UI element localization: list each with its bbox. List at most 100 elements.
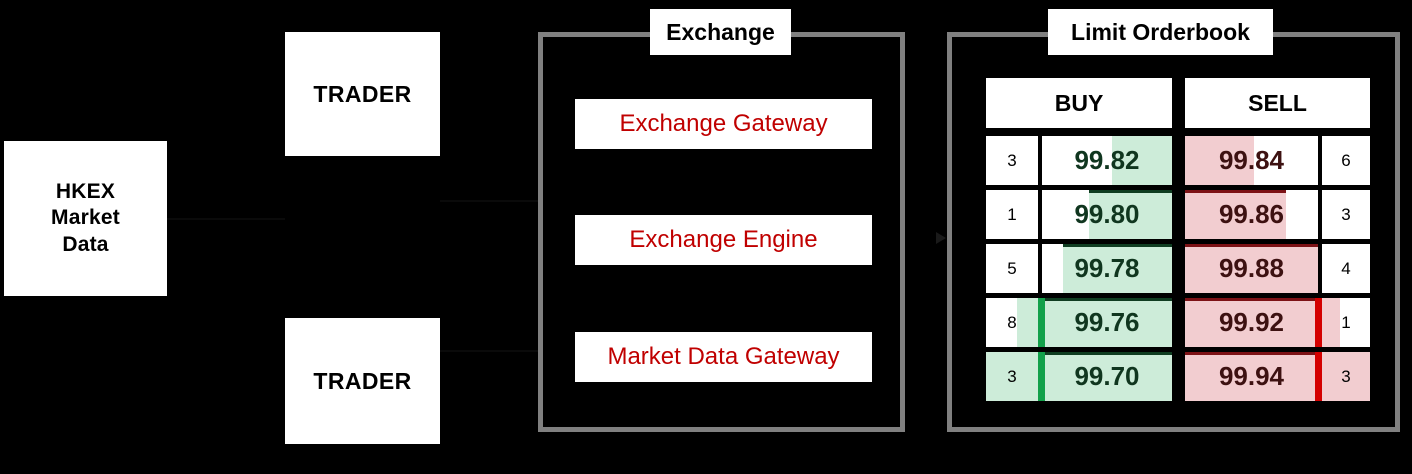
sell-price-cell-value: 99.84: [1218, 145, 1285, 175]
hkex-line-3: Data: [62, 232, 109, 256]
depth-fill-bar: [1322, 298, 1341, 347]
buy-price-cell-value: 99.80: [1074, 199, 1140, 229]
row-accent-bar: [1185, 352, 1318, 355]
sell-price-cell-value: 99.86: [1218, 199, 1285, 229]
buy-price-cell-value: 99.78: [1074, 253, 1140, 283]
depth-fill-bar: [1185, 190, 1287, 239]
connector-exchange-to-orderbook: [905, 238, 947, 241]
buy-price-cell[interactable]: 99.76: [1042, 298, 1172, 347]
orderbook-row[interactable]: 1 99.80 99.86 3: [986, 190, 1370, 239]
depth-fill-bar: [1185, 244, 1318, 293]
depth-fill-bar: [1062, 244, 1172, 293]
hkex-line-1: HKEX: [55, 180, 116, 204]
sell-price-cell[interactable]: 99.84: [1185, 136, 1318, 185]
buy-price-cell-value: 99.76: [1074, 307, 1140, 337]
hkex-market-data-node[interactable]: HKEX Market Data: [4, 141, 167, 296]
hkex-line-2: Market: [51, 206, 120, 230]
limit-orderbook-title-label: Limit Orderbook: [1071, 18, 1250, 45]
sell-price-cell[interactable]: 99.88: [1185, 244, 1318, 293]
depth-fill-bar: [1088, 190, 1172, 239]
buy-price-cell[interactable]: 99.78: [1042, 244, 1172, 293]
buy-quantity-cell[interactable]: 3: [986, 352, 1038, 401]
row-accent-bar: [1042, 298, 1172, 301]
depth-fill-bar: [1042, 298, 1172, 347]
market-data-gateway-label: Market Data Gateway: [607, 343, 840, 370]
depth-fill-bar: [1042, 352, 1172, 401]
connector-trader-top-to-exchange: [440, 200, 538, 202]
depth-fill-bar: [1185, 298, 1318, 347]
buy-quantity-cell-value: 3: [1007, 366, 1017, 386]
orderbook-row[interactable]: 8 99.76 99.92 1: [986, 298, 1370, 347]
row-accent-bar: [1062, 244, 1172, 247]
buy-quantity-cell[interactable]: 8: [986, 298, 1038, 347]
sell-quantity-cell[interactable]: 3: [1322, 352, 1370, 401]
depth-fill-bar: [1322, 352, 1370, 401]
row-accent-bar: [1185, 244, 1318, 247]
sell-price-cell-value: 99.94: [1218, 361, 1285, 391]
buy-price-cell[interactable]: 99.80: [1042, 190, 1172, 239]
depth-fill-bar: [1017, 298, 1038, 347]
hkex-label: HKEX Market Data: [51, 179, 120, 258]
sell-price-cell[interactable]: 99.86: [1185, 190, 1318, 239]
buy-price-cell-value: 99.70: [1074, 361, 1140, 391]
buy-header-label: BUY: [1054, 89, 1104, 116]
sell-header-label: SELL: [1248, 89, 1307, 116]
buy-quantity-cell-value: 8: [1007, 312, 1017, 332]
sell-price-cell-value: 99.92: [1218, 307, 1285, 337]
sell-quantity-cell[interactable]: 6: [1322, 136, 1370, 185]
buy-quantity-cell-value: 5: [1007, 258, 1017, 278]
buy-quantity-cell[interactable]: 3: [986, 136, 1038, 185]
sell-quantity-cell-value: 4: [1341, 258, 1351, 278]
sell-quantity-cell-value: 3: [1341, 366, 1351, 386]
exchange-gateway-label: Exchange Gateway: [619, 110, 828, 137]
sell-quantity-cell[interactable]: 4: [1322, 244, 1370, 293]
sell-price-cell-value: 99.88: [1218, 253, 1285, 283]
orderbook-sell-header: SELL: [1185, 78, 1370, 128]
buy-quantity-cell[interactable]: 5: [986, 244, 1038, 293]
orderbook-buy-header: BUY: [986, 78, 1172, 128]
buy-price-cell[interactable]: 99.82: [1042, 136, 1172, 185]
depth-fill-bar: [1112, 136, 1172, 185]
row-accent-bar: [1185, 298, 1318, 301]
row-accent-bar: [1185, 190, 1287, 193]
sell-level-marker: [1315, 352, 1322, 401]
exchange-title-label: Exchange: [666, 18, 775, 45]
trader-top-label: TRADER: [313, 80, 412, 107]
limit-orderbook-panel-title: Limit Orderbook: [1048, 9, 1273, 55]
depth-fill-bar: [1185, 352, 1318, 401]
buy-price-cell[interactable]: 99.70: [1042, 352, 1172, 401]
exchange-gateway-box[interactable]: Exchange Gateway: [575, 99, 872, 149]
orderbook-row[interactable]: 3 99.70 99.94 3: [986, 352, 1370, 401]
connector-arrow-orderbook: [936, 232, 946, 244]
market-data-gateway-box[interactable]: Market Data Gateway: [575, 332, 872, 382]
connector-hkex-to-trader: [167, 218, 285, 220]
buy-quantity-cell[interactable]: 1: [986, 190, 1038, 239]
exchange-panel-title: Exchange: [650, 9, 791, 55]
buy-quantity-cell-value: 3: [1007, 150, 1017, 170]
buy-level-marker: [1038, 352, 1045, 401]
connector-trader-bottom-to-exchange: [440, 350, 538, 352]
row-accent-bar: [1042, 352, 1172, 355]
exchange-engine-box[interactable]: Exchange Engine: [575, 215, 872, 265]
trader-node-bottom[interactable]: TRADER: [285, 318, 440, 444]
sell-level-marker: [1315, 298, 1322, 347]
orderbook-row[interactable]: 5 99.78 99.88 4: [986, 244, 1370, 293]
sell-quantity-cell-value: 6: [1341, 150, 1351, 170]
sell-price-cell[interactable]: 99.94: [1185, 352, 1318, 401]
buy-level-marker: [1038, 298, 1045, 347]
depth-fill-bar: [986, 352, 1038, 401]
orderbook-row[interactable]: 3 99.82 99.84 6: [986, 136, 1370, 185]
sell-quantity-cell[interactable]: 3: [1322, 190, 1370, 239]
row-accent-bar: [1088, 190, 1172, 193]
exchange-engine-label: Exchange Engine: [629, 226, 818, 253]
buy-price-cell-value: 99.82: [1074, 145, 1140, 175]
trader-node-top[interactable]: TRADER: [285, 32, 440, 156]
orderbook-rows: 3 99.82 99.84 6 1 99.80 99.86 3 5 99.78 99.88 4 8 99.…: [986, 136, 1370, 404]
depth-fill-bar: [1185, 136, 1255, 185]
sell-price-cell[interactable]: 99.92: [1185, 298, 1318, 347]
buy-quantity-cell-value: 1: [1007, 204, 1017, 224]
sell-quantity-cell[interactable]: 1: [1322, 298, 1370, 347]
sell-quantity-cell-value: 1: [1341, 312, 1351, 332]
sell-quantity-cell-value: 3: [1341, 204, 1351, 224]
